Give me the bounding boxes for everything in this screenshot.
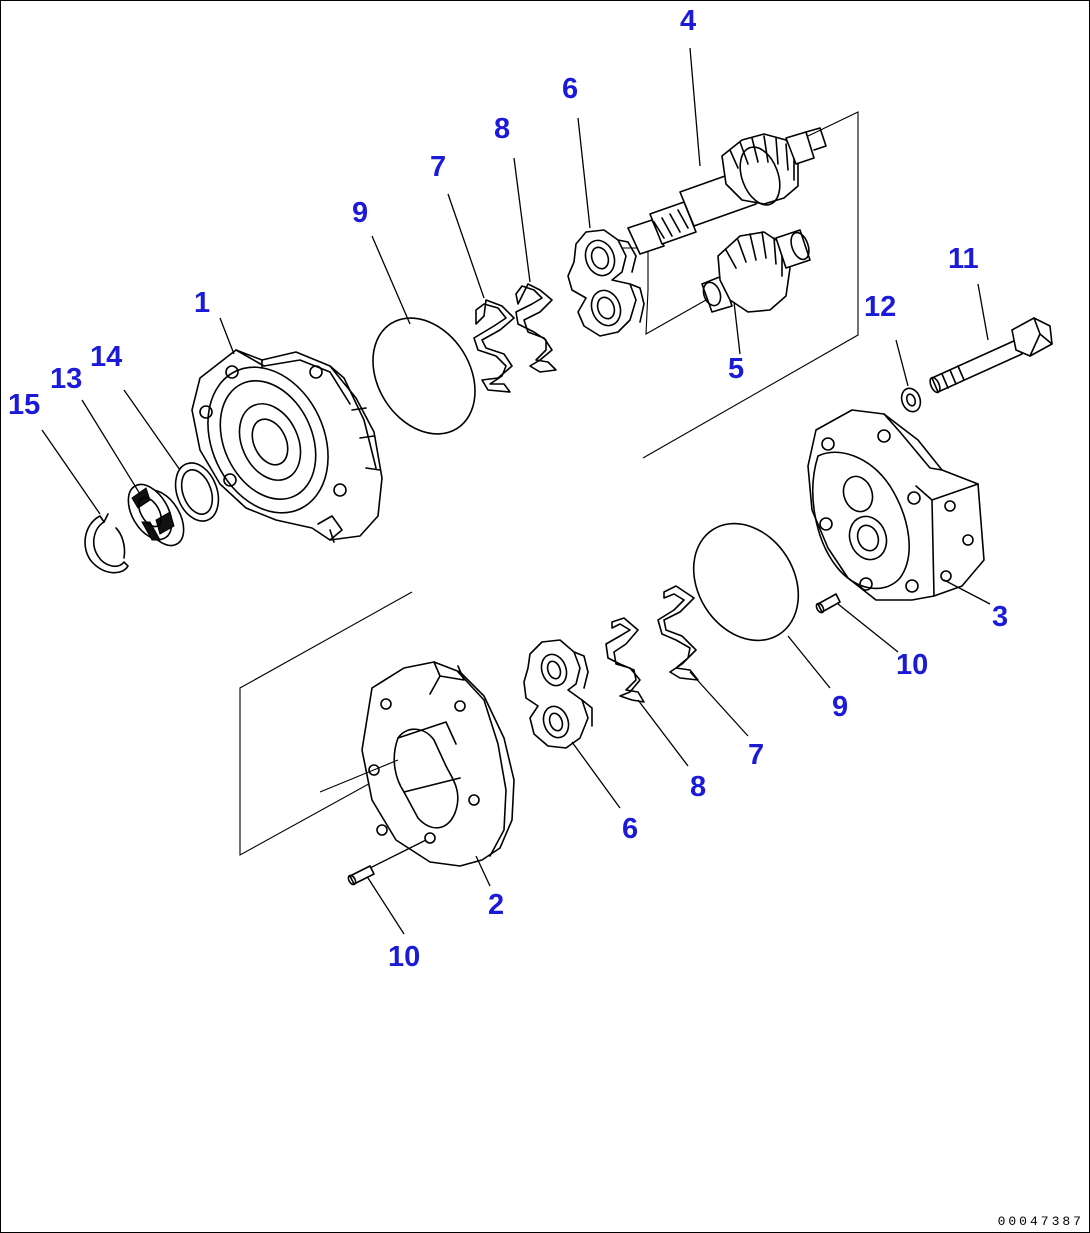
callout-14: 14 bbox=[90, 341, 122, 373]
callout-6-lower: 6 bbox=[622, 813, 638, 845]
part-8-seal-upper bbox=[515, 283, 557, 373]
part-3-rear-cover bbox=[807, 409, 985, 601]
callout-15: 15 bbox=[8, 389, 40, 421]
part-4-drive-gear-shaft bbox=[627, 127, 827, 255]
callout-7-lower: 7 bbox=[748, 739, 764, 771]
document-number: 00047387 bbox=[997, 1214, 1084, 1229]
part-9-o-ring-lower bbox=[692, 522, 800, 642]
callout-2: 2 bbox=[488, 889, 504, 921]
callout-10-lower: 10 bbox=[388, 941, 420, 973]
part-6-bushing-plate-upper bbox=[567, 229, 645, 337]
callout-12: 12 bbox=[864, 291, 896, 323]
part-5-driven-gear bbox=[701, 229, 811, 313]
part-15-snap-ring bbox=[84, 513, 129, 574]
callout-1: 1 bbox=[194, 287, 210, 319]
callout-10: 10 bbox=[896, 649, 928, 681]
callout-5: 5 bbox=[728, 353, 744, 385]
part-7-backup-ring-upper bbox=[473, 299, 515, 393]
callout-13: 13 bbox=[50, 363, 82, 395]
callout-7: 7 bbox=[430, 151, 446, 183]
callout-9: 9 bbox=[352, 197, 368, 229]
part-12-washer bbox=[900, 387, 922, 413]
part-10-dowel-pin-right bbox=[815, 593, 841, 614]
part-14-seal-ring bbox=[174, 462, 220, 522]
callout-4: 4 bbox=[680, 5, 696, 37]
part-9-o-ring-upper bbox=[372, 317, 476, 435]
part-6-bushing-plate-lower bbox=[523, 639, 593, 749]
part-2-gear-case bbox=[319, 661, 515, 867]
callout-9-lower: 9 bbox=[832, 691, 848, 723]
callout-11: 11 bbox=[948, 243, 979, 275]
part-7-backup-ring-lower bbox=[657, 585, 699, 681]
part-10-dowel-pin-left bbox=[347, 865, 375, 886]
part-1-front-cover bbox=[191, 349, 383, 543]
callout-8-lower: 8 bbox=[690, 771, 706, 803]
callout-8: 8 bbox=[494, 113, 510, 145]
part-8-seal-lower bbox=[605, 617, 645, 703]
part-11-bolt bbox=[929, 317, 1053, 394]
callout-6: 6 bbox=[562, 73, 578, 105]
leader-lines bbox=[41, 47, 991, 935]
callout-labels: 4 6 8 7 9 1 14 13 15 11 12 5 3 10 9 7 8 … bbox=[8, 5, 1008, 973]
callout-3: 3 bbox=[992, 601, 1008, 633]
part-13-bearing bbox=[127, 483, 185, 547]
